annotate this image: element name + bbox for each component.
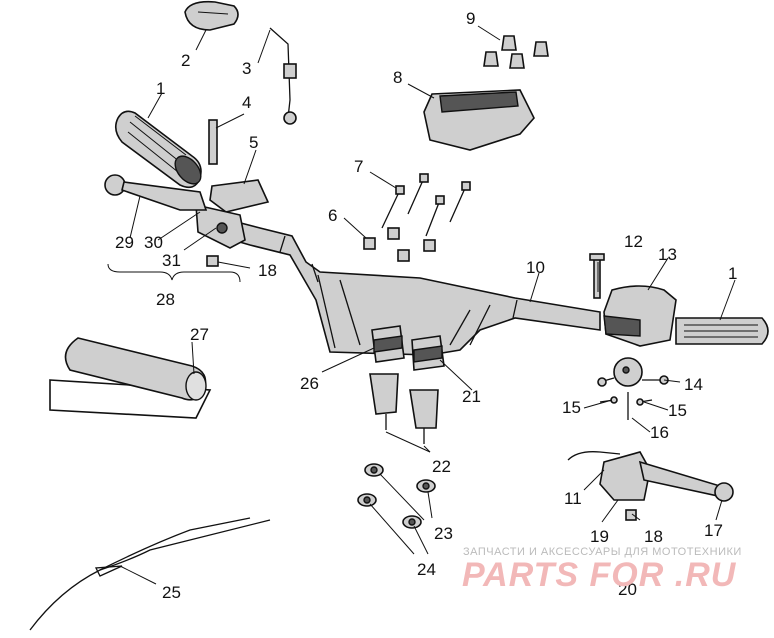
watermark: ЗАПЧАСТИ И АКСЕССУАРЫ ДЛЯ МОТОТЕХНИКИ PA… xyxy=(462,546,742,594)
callout-18-right: 18 xyxy=(644,527,663,546)
callout-23: 23 xyxy=(434,524,453,543)
callout-20: 20 xyxy=(618,580,637,599)
switch-cover xyxy=(184,0,239,31)
callout-12: 12 xyxy=(624,232,643,251)
bolt-set xyxy=(363,173,471,262)
watermark-brand: PARTS FOR .RU xyxy=(462,556,737,594)
clips xyxy=(483,35,549,69)
throttle-housing xyxy=(603,285,677,347)
callout-2: 2 xyxy=(181,51,190,70)
left-grip xyxy=(114,110,202,189)
watermark-tagline: ЗАПЧАСТИ И АКСЕССУАРЫ ДЛЯ МОТОТЕХНИКИ xyxy=(463,546,742,558)
callout-28: 28 xyxy=(156,290,175,309)
callout-14: 14 xyxy=(684,375,703,394)
callout-25: 25 xyxy=(162,583,181,602)
callout-18-left: 18 xyxy=(258,261,277,280)
callout-labels: 1 2 3 4 5 6 7 8 9 10 11 12 13 1 14 15 15… xyxy=(115,9,737,602)
callout-22: 22 xyxy=(432,457,451,476)
master-cylinder xyxy=(195,179,270,249)
risers xyxy=(369,373,439,444)
handlebar xyxy=(204,214,601,356)
callout-1-right: 1 xyxy=(728,264,737,283)
callout-21: 21 xyxy=(462,387,481,406)
callout-24: 24 xyxy=(417,560,436,579)
callout-30: 30 xyxy=(144,233,163,252)
grip-tube xyxy=(49,337,212,419)
throttle-switch xyxy=(597,357,669,420)
callout-6: 6 xyxy=(328,206,337,225)
callout-5: 5 xyxy=(249,133,258,152)
callout-26: 26 xyxy=(300,374,319,393)
callout-15-right: 15 xyxy=(668,401,687,420)
callout-3: 3 xyxy=(242,59,251,78)
callout-31: 31 xyxy=(162,251,181,270)
callout-29: 29 xyxy=(115,233,134,252)
callout-15-left: 15 xyxy=(562,398,581,417)
callout-16: 16 xyxy=(650,423,669,442)
callout-17: 17 xyxy=(704,521,723,540)
callout-7: 7 xyxy=(354,157,363,176)
callout-19: 19 xyxy=(590,527,609,546)
callout-11: 11 xyxy=(564,489,582,508)
small-block-left xyxy=(206,255,219,267)
wire-connector xyxy=(269,27,297,125)
callout-9: 9 xyxy=(466,9,475,28)
upper-clamps xyxy=(371,325,445,371)
callout-10: 10 xyxy=(526,258,545,277)
right-brake-lever xyxy=(567,451,734,521)
handlebar-cover xyxy=(423,89,535,151)
right-grip xyxy=(675,317,769,345)
callout-27: 27 xyxy=(190,325,209,344)
left-brake-lever xyxy=(104,174,208,211)
callout-4: 4 xyxy=(242,93,251,112)
pin xyxy=(208,119,218,165)
callout-1-left: 1 xyxy=(156,79,165,98)
callout-13: 13 xyxy=(658,245,677,264)
leader-lines xyxy=(107,25,736,585)
screw xyxy=(589,253,605,299)
washers xyxy=(357,463,436,529)
throttle-cable xyxy=(29,517,271,631)
callout-8: 8 xyxy=(393,68,402,87)
